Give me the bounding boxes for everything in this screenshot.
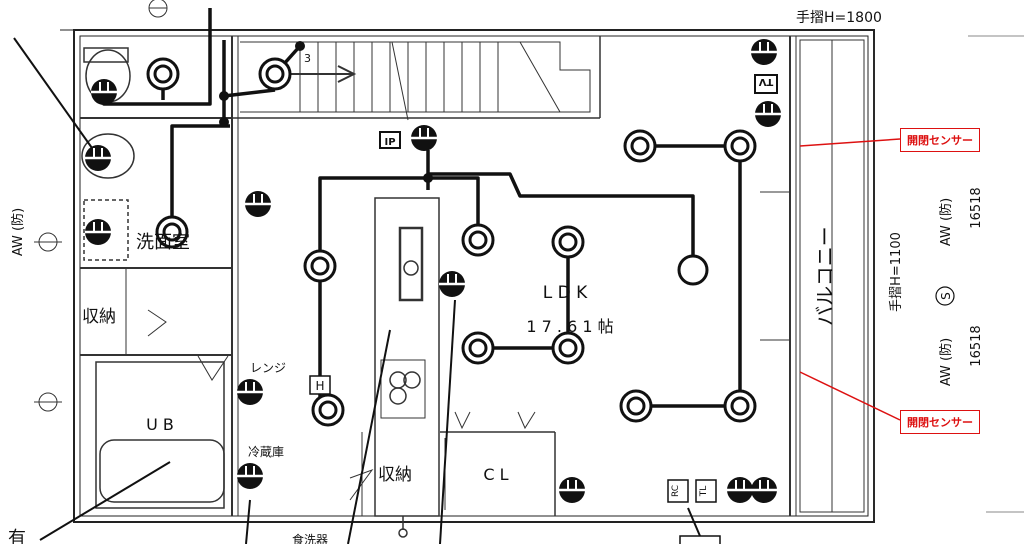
ceiling-light-ldk-9 xyxy=(723,389,757,423)
window-annotations: 手摺H=1100 AW (防) 16518 AW (防) S 16518 xyxy=(889,35,1024,513)
h-box: H xyxy=(315,379,324,393)
pendant-light xyxy=(677,254,709,286)
outlets xyxy=(83,37,783,505)
outlet-cl xyxy=(557,475,587,505)
handrail-top-label: 手摺H=1800 xyxy=(796,10,882,26)
callout-leaders xyxy=(799,138,901,421)
washroom-label: 洗面室 xyxy=(136,232,190,253)
outlet-fridge xyxy=(235,461,265,491)
ceiling-light-ldk-7 xyxy=(723,129,757,163)
device-boxes: IP TV H RC TL xyxy=(309,74,778,544)
aw-left-label: AW (防) xyxy=(10,208,26,256)
staircase xyxy=(240,41,591,121)
ceiling-light-ldk-6 xyxy=(623,129,657,163)
bottom-left-label: 有 xyxy=(8,528,26,544)
outlet-bottom-1 xyxy=(725,475,755,505)
sensor-callout-top: 開閉センサー xyxy=(900,128,980,152)
wiring xyxy=(102,8,742,408)
windows xyxy=(34,0,875,520)
tl-box: TL xyxy=(699,486,709,498)
room-labels: 手摺H=1800 洗面室 収納 U B L D K 1 7 . 6 1 帖 収納… xyxy=(8,10,882,544)
outlet-tv-top xyxy=(749,37,779,67)
aw-b-line1: AW (防) xyxy=(938,338,954,386)
range-label: レンジ xyxy=(250,361,286,375)
ceiling-light-ldk-5 xyxy=(551,331,585,365)
outlet-washer xyxy=(83,217,113,247)
aw-b-circled: S xyxy=(939,292,953,300)
handrail-right-label: 手摺H=1100 xyxy=(889,232,904,312)
rc-box: RC xyxy=(671,485,681,497)
ceiling-light-ldk-1 xyxy=(303,249,337,283)
circled-s-mark xyxy=(935,286,955,306)
balcony-label: バルコニー xyxy=(813,226,837,326)
ldk-area-label: 1 7 . 6 1 帖 xyxy=(526,317,613,336)
ldk-label: L D K xyxy=(543,283,588,303)
sensor-callout-bottom: 開閉センサー xyxy=(900,410,980,434)
ceiling-light-ldk-2 xyxy=(461,223,495,257)
ceiling-light-stair xyxy=(258,57,292,91)
storage-bottom-label: 収納 xyxy=(378,465,412,485)
ceiling-light-kitchen xyxy=(311,393,345,427)
aw-a-line2: 16518 xyxy=(969,187,984,228)
ub-label: U B xyxy=(146,415,174,434)
ip-box: IP xyxy=(384,137,395,148)
outlet-basin xyxy=(83,143,113,173)
tv-box: TV xyxy=(758,76,773,87)
outlet-ip xyxy=(409,123,439,153)
stair-count: 3 xyxy=(304,52,311,65)
wiring-junctions xyxy=(219,41,433,183)
ceiling-light-ldk-8 xyxy=(619,389,653,423)
dishwasher-label: 食洗器 xyxy=(292,532,328,544)
ceiling-lights xyxy=(146,57,757,427)
outlet-toilet xyxy=(89,77,119,107)
outlet-tv-bottom xyxy=(753,99,783,129)
interior-walls xyxy=(80,36,797,517)
fridge-label: 冷蔵庫 xyxy=(248,445,284,459)
cl-label: C L xyxy=(483,465,508,484)
plumbing-fixtures xyxy=(81,47,536,538)
outlet-island xyxy=(437,269,467,299)
ceiling-light-ldk-3 xyxy=(551,225,585,259)
ceiling-light-ldk-4 xyxy=(461,331,495,365)
ceiling-light-toilet xyxy=(146,57,180,91)
storage-left-label: 収納 xyxy=(82,307,116,327)
aw-b-line2: 16518 xyxy=(969,325,984,366)
outlet-washroom xyxy=(243,189,273,219)
outlet-bottom-2 xyxy=(749,475,779,505)
leader-lines xyxy=(13,37,456,544)
outlet-range xyxy=(235,377,265,407)
aw-a-line1: AW (防) xyxy=(938,198,954,246)
